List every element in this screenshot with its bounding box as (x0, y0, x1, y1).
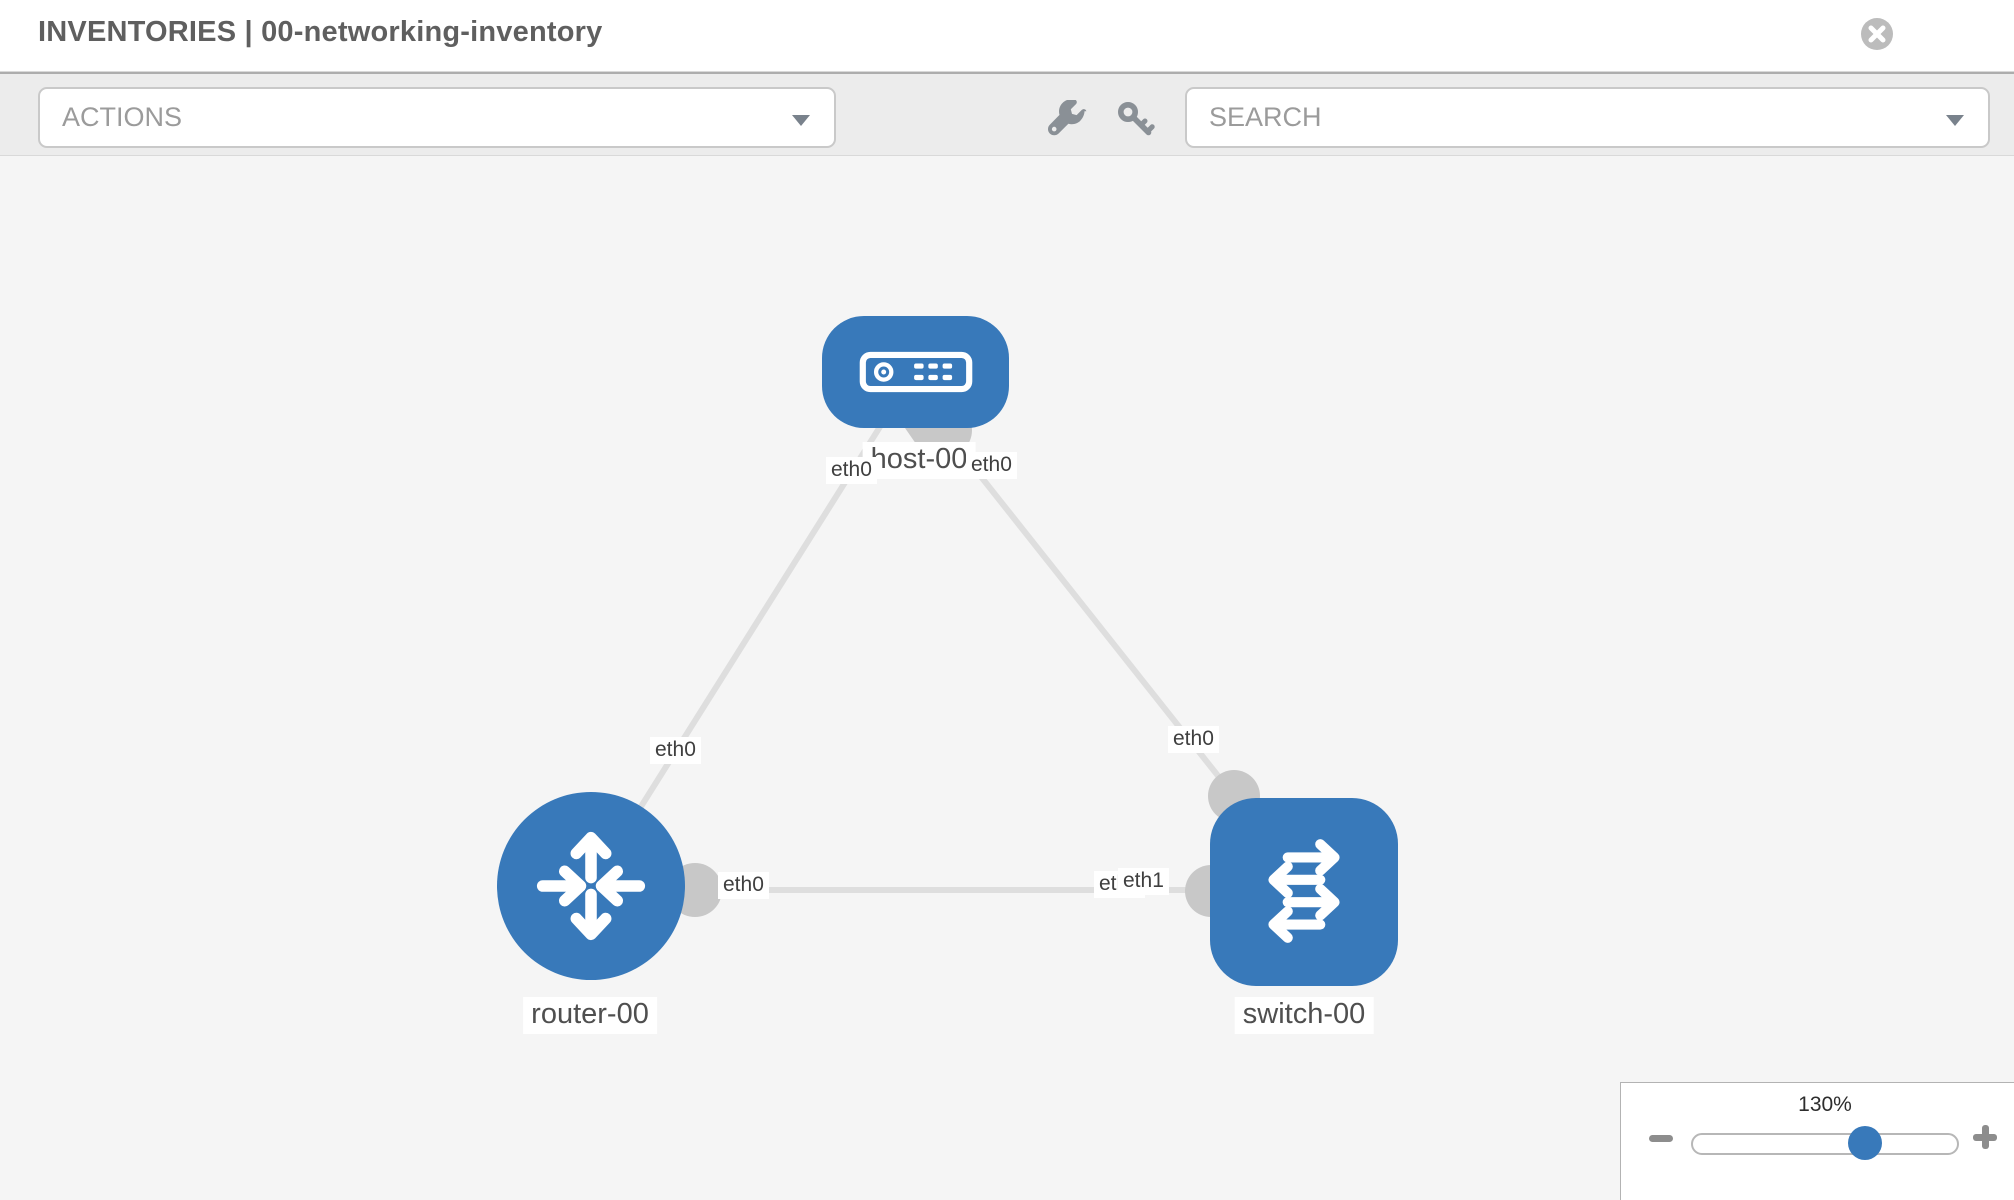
node-label-router: router-00 (523, 997, 657, 1034)
chevron-down-icon (1946, 115, 1964, 126)
minus-icon (1649, 1134, 1673, 1142)
wrench-icon (1048, 99, 1087, 136)
toolbar: ACTIONS SEARCH (0, 72, 2014, 156)
configure-button[interactable] (1048, 99, 1088, 140)
topology-canvas[interactable]: host-00 router-00 switch-00 eth0 eth0 et… (0, 156, 2014, 1200)
node-host-00[interactable] (822, 316, 1009, 428)
iface-label-host-right: eth0 (966, 452, 1017, 479)
search-placeholder: SEARCH (1209, 102, 1322, 132)
iface-label-switch-eth1: eth1 (1118, 868, 1169, 895)
iface-label-switch-top: eth0 (1168, 726, 1219, 753)
search-dropdown[interactable]: SEARCH (1185, 87, 1990, 148)
node-label-switch: switch-00 (1234, 997, 1374, 1034)
key-icon (1118, 102, 1155, 136)
header: INVENTORIES | 00-networking-inventory (0, 0, 2014, 72)
zoom-percent-label: 130% (1798, 1093, 1852, 1116)
zoom-out-button[interactable] (1649, 1131, 1675, 1145)
switch-icon (1268, 839, 1340, 943)
node-switch-00[interactable] (1210, 798, 1398, 986)
zoom-slider-thumb[interactable] (1848, 1126, 1882, 1160)
router-icon (536, 831, 646, 941)
actions-dropdown[interactable]: ACTIONS (38, 87, 836, 148)
node-label-host: host-00 (862, 442, 976, 479)
iface-label-router-right: eth0 (718, 872, 769, 899)
close-button[interactable] (1861, 18, 1893, 50)
node-router-00[interactable] (497, 792, 685, 980)
iface-label-router-top: eth0 (650, 737, 701, 764)
host-icon (859, 351, 972, 393)
zoom-panel: 130% (1620, 1082, 2014, 1200)
zoom-in-button[interactable] (1971, 1123, 1999, 1151)
link-lines (588, 393, 1304, 893)
key-button[interactable] (1116, 100, 1156, 140)
actions-dropdown-label: ACTIONS (62, 102, 183, 132)
chevron-down-icon (792, 115, 810, 126)
zoom-slider[interactable] (1691, 1126, 1959, 1160)
plus-icon (1981, 1125, 1989, 1149)
page-title: INVENTORIES | 00-networking-inventory (38, 16, 603, 48)
iface-label-host-left: eth0 (826, 457, 877, 484)
close-icon (1868, 25, 1886, 43)
